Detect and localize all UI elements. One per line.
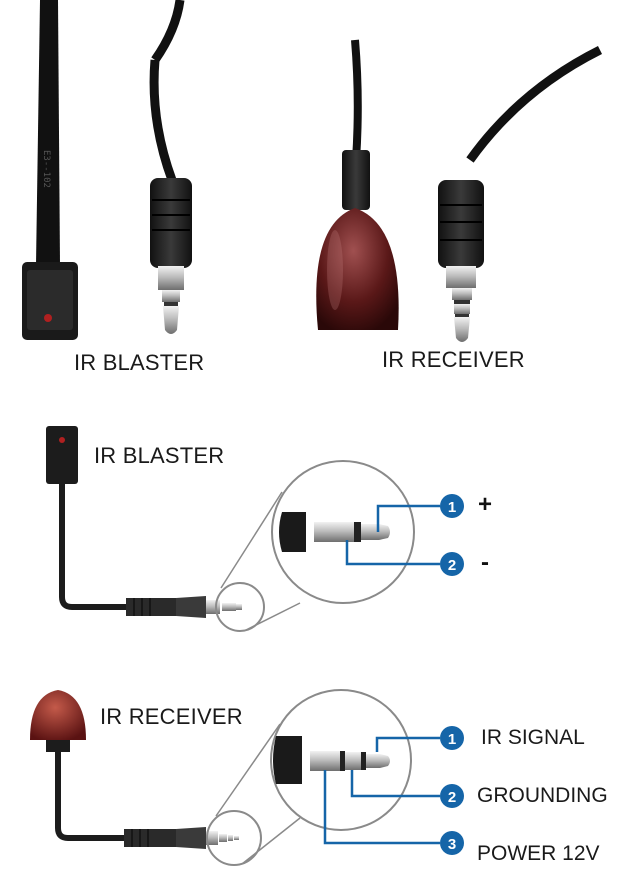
ir-blaster-photo: E3--102 [22,0,192,340]
ir-receiver-wiring-diagram: 1 2 3 [30,689,464,866]
receiver-diagram-title: IR RECEIVER [100,704,243,729]
blaster-diagram-title: IR BLASTER [94,443,225,468]
receiver-pin-2-badge: 2 [440,784,464,808]
photo-label-ir-receiver: IR RECEIVER [382,347,525,372]
blaster-plug-icon [126,598,176,616]
receiver-pin-1-number: 1 [448,731,456,748]
blaster-pin-2-label: - [481,549,489,576]
blaster-pin-1-number: 1 [448,499,456,516]
receiver-dome-icon [30,690,86,740]
receiver-pin-2-label: GROUNDING [477,784,608,807]
ir-receiver-photo [316,39,603,342]
blaster-pin-2-badge: 2 [440,552,464,576]
blaster-pin-1-label: + [478,491,493,518]
receiver-pin-3-label: POWER 12V [477,842,600,865]
photo-label-ir-blaster: IR BLASTER [74,350,205,375]
receiver-plug-icon [124,829,176,847]
receiver-pin-3-badge: 3 [440,831,464,855]
svg-text:E3--102: E3--102 [41,150,51,188]
blaster-emitter-icon [46,426,78,484]
receiver-pin-2-number: 2 [448,789,456,806]
blaster-pin-1-badge: 1 [440,494,464,518]
receiver-pin-1-badge: 1 [440,726,464,750]
ir-blaster-wiring-diagram: 1 2 [46,426,464,632]
receiver-pin-3-number: 3 [448,836,456,853]
blaster-pin-2-number: 2 [448,557,456,574]
receiver-pin-1-label: IR SIGNAL [481,726,585,749]
